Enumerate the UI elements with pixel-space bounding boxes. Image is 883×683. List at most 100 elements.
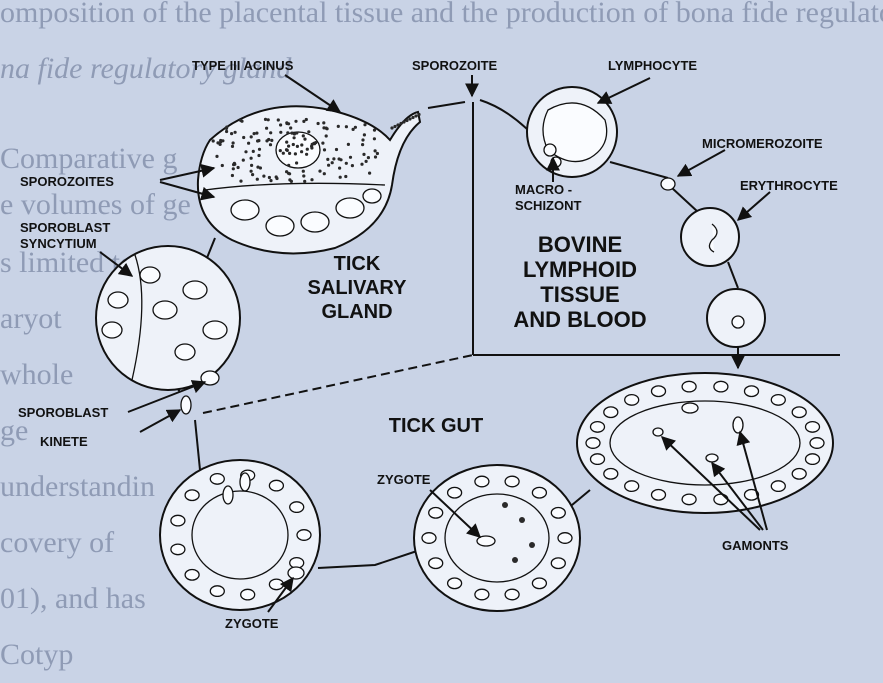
syncytium-nucleus	[102, 322, 122, 338]
leader-kinete	[140, 410, 180, 432]
sporozoite-dot	[300, 150, 303, 153]
epithelial-nucleus	[448, 487, 462, 498]
label-sporoblast-syncytium-line2: SYNCYTIUM	[20, 236, 97, 251]
epithelial-nucleus	[210, 586, 224, 597]
sporozoite-dot	[411, 116, 414, 119]
sporozoite-dot	[231, 174, 234, 177]
epithelial-nucleus	[806, 422, 820, 433]
connector-acinus-sporozoite	[428, 102, 465, 108]
sporozoite-dot	[221, 164, 224, 167]
label-lymphocyte: LYMPHOCYTE	[608, 58, 697, 73]
epithelial-nucleus	[475, 476, 489, 487]
syncytium-nucleus	[203, 321, 227, 339]
sporozoite-dot	[305, 153, 308, 156]
sporozoite-dot	[225, 126, 228, 129]
region-bovine-tissue-line1: BOVINE	[538, 232, 622, 257]
sporozoite-dot	[335, 148, 338, 151]
epithelial-nucleus	[682, 494, 696, 505]
sporoblast-syncytium	[96, 246, 240, 390]
epithelial-nucleus	[269, 480, 283, 491]
label-sporozoites: SPOROZOITES	[20, 174, 114, 189]
sporozoite-dot	[279, 149, 282, 152]
sporozoite-dot	[351, 164, 354, 167]
leader-erythrocyte	[738, 192, 770, 220]
epithelial-nucleus	[185, 490, 199, 501]
epithelial-nucleus	[171, 515, 185, 526]
sporozoite-dot	[349, 156, 352, 159]
sporozoite-dot	[363, 123, 366, 126]
sporozoite-dot	[337, 125, 340, 128]
sporozoite-dot	[373, 129, 376, 132]
gamont-cell	[733, 417, 743, 433]
epithelial-nucleus	[241, 589, 255, 600]
sporozoite-dot	[332, 157, 335, 160]
sporozoite-dot	[325, 134, 328, 137]
sporozoite-dot	[279, 131, 282, 134]
gamont-cell	[706, 454, 718, 462]
connector-gut-left-kinete	[195, 420, 200, 470]
gut-section-left	[160, 460, 320, 610]
sporozoite-dot	[269, 179, 272, 182]
label-erythrocyte: ERYTHROCYTE	[740, 178, 838, 193]
epithelial-nucleus	[532, 578, 546, 589]
gamete-dot	[502, 502, 508, 508]
label-sporoblast: SPOROBLAST	[18, 405, 108, 420]
sporozoite-dot	[296, 145, 299, 148]
sporozoite-dot	[326, 127, 329, 130]
epithelial-nucleus	[591, 454, 605, 465]
sporozoite-dot	[242, 136, 245, 139]
sporozoite-dot	[393, 125, 396, 128]
sporozoite-dot	[390, 126, 393, 129]
sporozoite-dot	[285, 148, 288, 151]
sporozoite-dot	[302, 120, 305, 123]
region-tick-salivary-gland-line2: SALIVARY	[308, 277, 408, 299]
sporozoite-dot	[216, 141, 219, 144]
epithelial-nucleus	[532, 487, 546, 498]
epithelial-nucleus	[505, 476, 519, 487]
leader-micromerozoite	[678, 150, 725, 176]
sporozoite-dot	[314, 141, 317, 144]
sporozoite-dot	[215, 155, 218, 158]
epithelial-nucleus	[810, 438, 824, 449]
sporozoite-dot	[234, 131, 237, 134]
syncytium-nucleus	[175, 344, 195, 360]
sporozoite-dot	[277, 118, 280, 121]
sporozoite-dot	[239, 119, 242, 122]
sporozoite-dot	[212, 139, 215, 142]
sporozoite-dot	[287, 164, 290, 167]
sporozoite-dot	[294, 120, 297, 123]
sporozoite-dot	[265, 127, 268, 130]
sporozoite-dot	[293, 136, 296, 139]
epithelial-nucleus	[625, 481, 639, 492]
epithelial-nucleus	[422, 533, 436, 544]
epithelial-nucleus	[604, 407, 618, 418]
kinete-cell	[181, 396, 191, 414]
gamete-dot	[512, 557, 518, 563]
sporozoite-dot	[258, 148, 261, 151]
sporozoite-dot	[269, 143, 272, 146]
sporozoite-dot	[270, 139, 273, 142]
sporozoite-dot	[225, 130, 228, 133]
epithelial-nucleus	[625, 395, 639, 406]
epithelial-nucleus	[682, 381, 696, 392]
kinete-in-gut	[240, 473, 250, 491]
epithelial-nucleus	[429, 558, 443, 569]
leader-lymphocyte	[598, 78, 650, 103]
region-bovine-tissue-line4: AND BLOOD	[513, 307, 646, 332]
kinete-in-gut	[223, 486, 233, 504]
sporozoite-dot	[326, 158, 329, 161]
sporozoite-dot	[250, 135, 253, 138]
sporozoite-dot	[232, 167, 235, 170]
sporozoite-dot	[256, 178, 259, 181]
epithelial-nucleus	[771, 481, 785, 492]
epithelial-nucleus	[586, 438, 600, 449]
gamont-cell	[653, 428, 663, 436]
sporozoite-dot	[303, 180, 306, 183]
sporozoite-dot	[250, 164, 253, 167]
sporozoite-dot	[321, 142, 324, 145]
epithelial-nucleus	[652, 490, 666, 501]
sporozoite-dot	[347, 143, 350, 146]
sporozoite-dot	[367, 156, 370, 159]
sporozoite-dot	[323, 148, 326, 151]
